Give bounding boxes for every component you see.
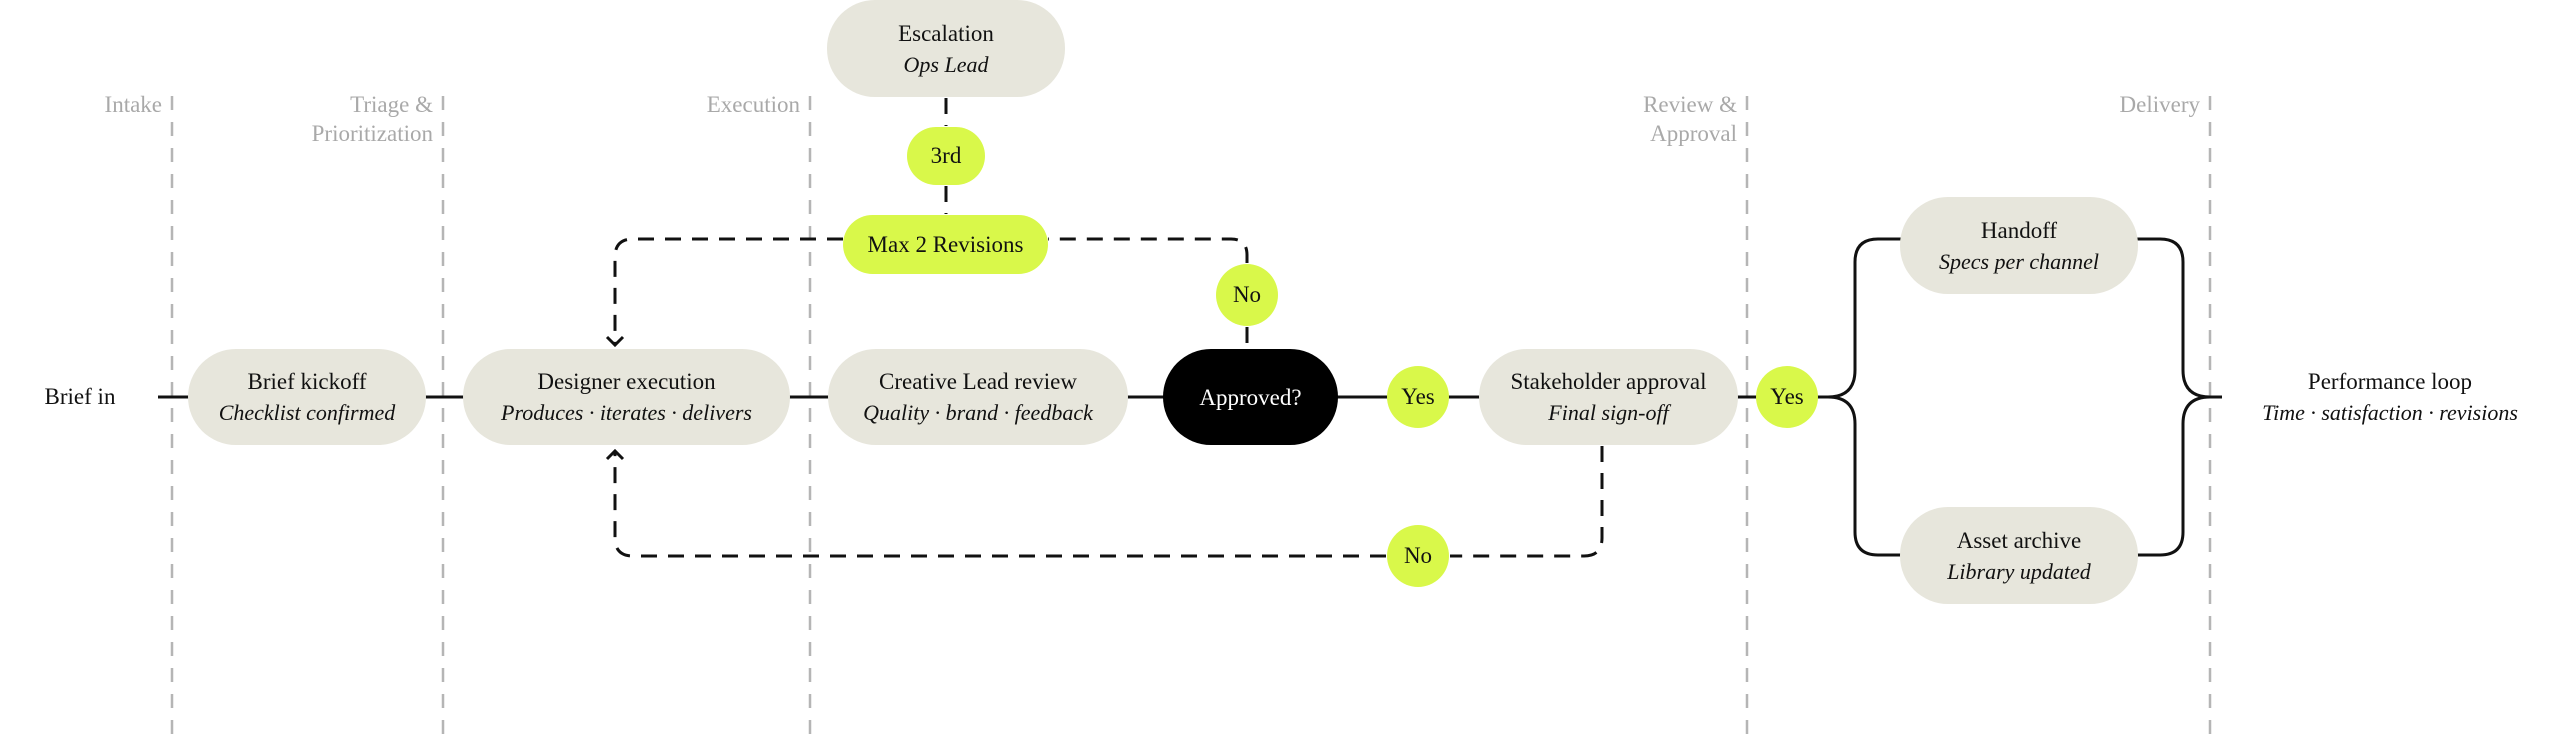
edge-no-to-designer-top bbox=[613, 237, 1249, 343]
node-subtitle: Specs per channel bbox=[1938, 248, 2100, 274]
start-title: Brief in bbox=[44, 384, 116, 409]
brace-split bbox=[1816, 237, 1902, 557]
lane-label-triage: Triage & Prioritization bbox=[311, 92, 433, 146]
end-title: Performance loop bbox=[2307, 369, 2473, 394]
node-brief-kickoff[interactable]: Brief kickoff Checklist confirmed bbox=[188, 349, 426, 445]
node-subtitle: Quality · brand · feedback bbox=[863, 400, 1093, 425]
node-asset-archive[interactable]: Asset archive Library updated bbox=[1900, 507, 2138, 604]
node-subtitle: Produces · iterates · delivers bbox=[501, 400, 752, 425]
end-performance-loop: Performance loop Time · satisfaction · r… bbox=[2240, 366, 2540, 428]
badge-third: 3rd bbox=[907, 127, 985, 185]
arrowhead-down-icon bbox=[605, 335, 625, 348]
node-title: Creative Lead review bbox=[879, 369, 1077, 394]
end-subtitle: Time · satisfaction · revisions bbox=[2262, 400, 2518, 425]
edge-stakeholder-no-to-designer bbox=[613, 446, 1604, 558]
node-designer-execution[interactable]: Designer execution Produces · iterates ·… bbox=[463, 349, 790, 445]
brace-merge bbox=[2136, 237, 2222, 557]
decision-title: Approved? bbox=[1199, 384, 1302, 410]
node-title: Handoff bbox=[1980, 217, 2058, 243]
node-subtitle: Ops Lead bbox=[903, 51, 989, 77]
lane-label-delivery: Delivery bbox=[2119, 92, 2200, 117]
node-subtitle: Library updated bbox=[1947, 558, 2091, 584]
node-title: Brief kickoff bbox=[247, 369, 367, 394]
decision-approved[interactable]: Approved? bbox=[1163, 349, 1338, 445]
lane-label-intake: Intake bbox=[104, 92, 162, 117]
badge-no-stakeholder: No bbox=[1387, 525, 1449, 587]
node-creative-lead-review[interactable]: Creative Lead review Quality · brand · f… bbox=[828, 349, 1128, 445]
node-title: Designer execution bbox=[537, 369, 716, 394]
badge-yes-stakeholder: Yes bbox=[1756, 366, 1818, 428]
start-label: Brief in bbox=[30, 381, 130, 412]
lane-label-review: Review & Approval bbox=[1643, 92, 1737, 146]
badge-yes-approved: Yes bbox=[1387, 366, 1449, 428]
node-subtitle: Final sign-off bbox=[1548, 400, 1669, 425]
arrowhead-up-icon bbox=[605, 448, 625, 461]
badge-max-revisions: Max 2 Revisions bbox=[843, 215, 1048, 274]
node-title: Stakeholder approval bbox=[1510, 369, 1707, 394]
node-title: Asset archive bbox=[1956, 527, 2082, 553]
node-escalation[interactable]: Escalation Ops Lead bbox=[827, 0, 1065, 97]
node-subtitle: Checklist confirmed bbox=[218, 400, 396, 425]
node-stakeholder-approval[interactable]: Stakeholder approval Final sign-off bbox=[1479, 349, 1738, 445]
lane-label-execution: Execution bbox=[706, 92, 800, 117]
node-handoff[interactable]: Handoff Specs per channel bbox=[1900, 197, 2138, 294]
badge-no-approved: No bbox=[1216, 264, 1278, 326]
node-title: Escalation bbox=[898, 20, 994, 46]
